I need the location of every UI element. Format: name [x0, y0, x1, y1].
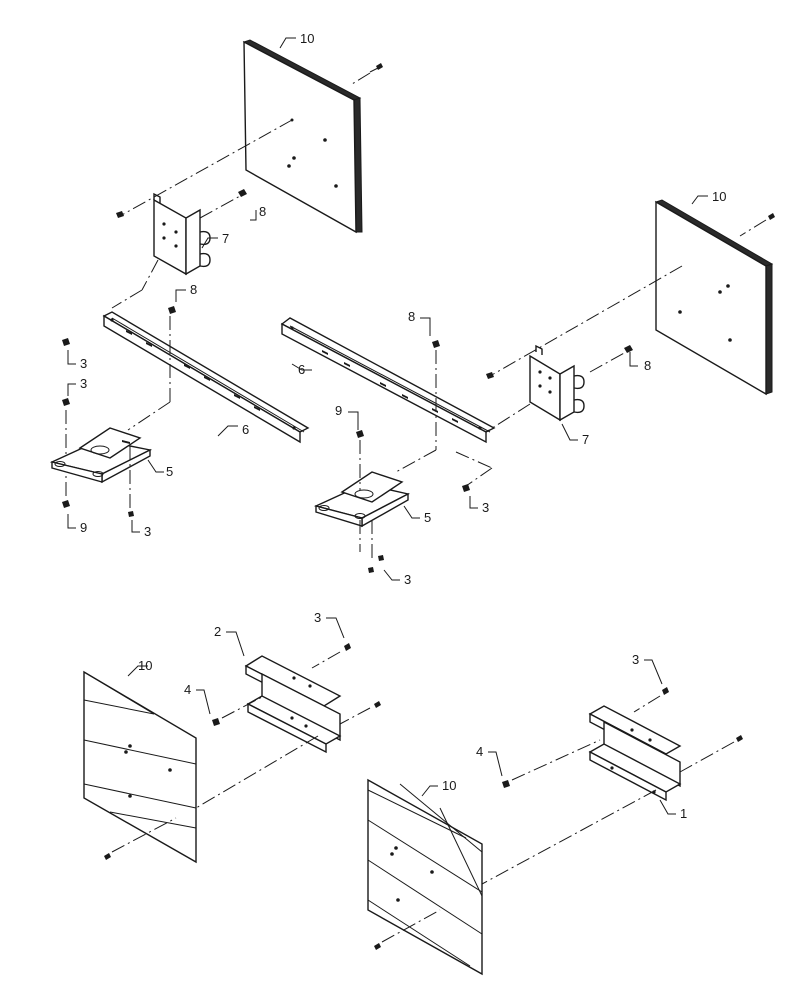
nut-icon [368, 567, 374, 573]
assembly-line [381, 909, 441, 943]
assembly-line [511, 739, 601, 781]
callout-3: 3 [404, 572, 411, 587]
panel-10-bottom-left [83, 670, 197, 864]
bolt-icon [356, 430, 364, 438]
callout-2: 2 [214, 624, 221, 639]
bolt-icon [624, 345, 633, 353]
callout-3: 3 [80, 356, 87, 371]
callout-6: 6 [298, 362, 305, 377]
nut-icon [378, 555, 384, 561]
bolt-icon [736, 735, 743, 742]
rail-6-left [102, 311, 310, 444]
callout-3: 3 [314, 610, 321, 625]
nut-icon [128, 511, 134, 517]
bolt-icon [62, 500, 70, 508]
bolt-icon [432, 340, 440, 348]
bolt-icon [662, 687, 669, 695]
assembly-line [339, 707, 371, 725]
assembly-line [465, 467, 493, 487]
bracket-2 [244, 655, 342, 754]
assembly-line [489, 265, 683, 377]
callout-8: 8 [408, 309, 415, 324]
assembly-line [679, 741, 735, 773]
callout-7: 7 [582, 432, 589, 447]
bolt-icon [768, 213, 775, 220]
callout-5: 5 [424, 510, 431, 525]
nut-icon [486, 372, 494, 379]
assembly-line [739, 219, 767, 237]
assembly-line [311, 651, 341, 669]
nut-icon [502, 780, 510, 788]
assembly-line [195, 735, 319, 809]
assembly-line [141, 259, 159, 291]
bolt-icon [238, 189, 247, 197]
assembly-line [119, 119, 293, 217]
rail-6-right [280, 317, 496, 444]
callout-3: 3 [482, 500, 489, 515]
assembly-line [199, 195, 241, 219]
nut-icon [116, 211, 124, 218]
panel-10-bottom-right [367, 778, 483, 976]
nut-icon [62, 398, 70, 406]
assembly-line [111, 289, 143, 309]
leader-lines [67, 37, 708, 815]
callout-8: 8 [644, 358, 651, 373]
callout-4: 4 [476, 744, 483, 759]
assembly-line [633, 695, 661, 713]
panel-10-top [242, 39, 363, 234]
bracket-7-right [529, 344, 585, 422]
callout-10: 10 [300, 31, 314, 46]
callout-5: 5 [166, 464, 173, 479]
nut-icon [62, 338, 70, 346]
assembly-line [485, 403, 531, 433]
callout-9: 9 [335, 403, 342, 418]
bolt-icon [344, 643, 351, 651]
bolt-icon [374, 943, 381, 950]
assembly-line [395, 449, 437, 473]
assembly-line [351, 72, 371, 85]
callout-8: 8 [190, 282, 197, 297]
assembly-line [221, 695, 265, 719]
bolt-icon [104, 853, 111, 860]
callout-9: 9 [80, 520, 87, 535]
assembly-line [481, 789, 657, 885]
mount-5-right [313, 471, 411, 528]
bolt-icon [369, 63, 383, 73]
assembly-line [111, 817, 177, 853]
callout-10: 10 [138, 658, 152, 673]
nut-icon [212, 718, 220, 726]
callout-labels: 10 8 7 8 3 3 6 5 9 3 10 8 6 8 7 9 3 5 3 … [80, 31, 726, 821]
callout-3: 3 [144, 524, 151, 539]
nut-icon [462, 484, 470, 492]
callout-3: 3 [632, 652, 639, 667]
assembly-line [589, 351, 627, 373]
callout-3: 3 [80, 376, 87, 391]
callout-6: 6 [242, 422, 249, 437]
assembly-line [127, 401, 171, 431]
callout-10: 10 [712, 189, 726, 204]
mount-5-left [49, 427, 153, 484]
callout-10: 10 [442, 778, 456, 793]
assembly-line [455, 451, 493, 469]
callout-7: 7 [222, 231, 229, 246]
bracket-1 [588, 705, 682, 802]
bolt-icon [168, 306, 176, 314]
bracket-7-left [153, 192, 211, 276]
callout-8: 8 [259, 204, 266, 219]
callout-1: 1 [680, 806, 687, 821]
bolt-icon [374, 701, 381, 708]
panel-10-right [654, 199, 774, 396]
callout-4: 4 [184, 682, 191, 697]
